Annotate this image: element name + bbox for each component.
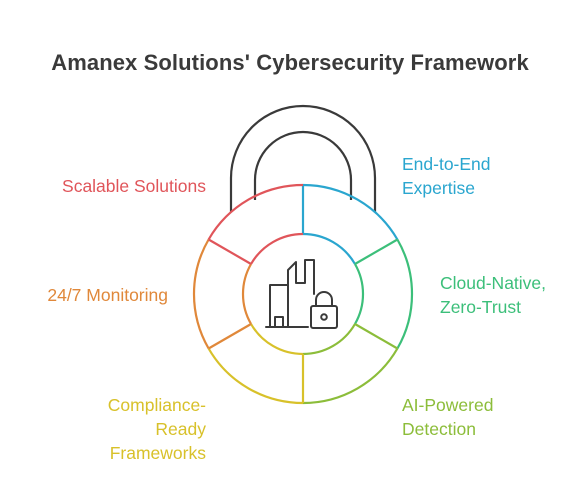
label-line: Zero-Trust xyxy=(440,297,522,317)
segment-label-ai-powered: AI-Powered Detection xyxy=(402,393,493,441)
padlock-shackle xyxy=(229,104,377,212)
ring-divider-ai-powered xyxy=(354,323,398,350)
label-line: Cloud-Native, xyxy=(440,273,547,293)
label-line: End-to-End xyxy=(402,154,491,174)
label-line: Ready xyxy=(155,419,206,439)
ring-inner-arc-end-to-end xyxy=(302,232,356,265)
label-line: Detection xyxy=(402,419,476,439)
ring-inner-arc-monitoring xyxy=(241,263,252,325)
page-title: Amanex Solutions' Cybersecurity Framewor… xyxy=(51,50,529,75)
ring-outer-arc-compliance xyxy=(207,347,304,405)
ring-outer-arc-cloud-native xyxy=(396,238,414,350)
label-line: Expertise xyxy=(402,178,475,198)
ring-inner-arc-cloud-native xyxy=(354,263,365,325)
label-line: 24/7 Monitoring xyxy=(47,285,168,305)
ring-outer-arc-monitoring xyxy=(192,238,210,350)
ring-inner-arc-ai-powered xyxy=(302,323,356,356)
ring-divider-monitoring xyxy=(208,323,252,350)
label-line: Frameworks xyxy=(109,443,206,463)
ring-divider-cloud-native xyxy=(354,238,398,265)
segment-label-monitoring: 24/7 Monitoring xyxy=(10,283,168,307)
label-line: Scalable Solutions xyxy=(62,176,206,196)
ring-outer-arc-ai-powered xyxy=(302,347,399,405)
segment-label-scalable: Scalable Solutions xyxy=(10,174,206,198)
label-line: Compliance- xyxy=(107,395,206,415)
label-line: AI-Powered xyxy=(402,395,494,415)
segment-label-end-to-end: End-to-End Expertise xyxy=(402,152,491,200)
ring-outer-arc-scalable xyxy=(207,183,304,241)
ring-inner-arc-scalable xyxy=(250,232,304,265)
segment-label-compliance: Compliance- Ready Frameworks xyxy=(40,393,206,465)
ring-divider-scalable xyxy=(208,238,252,265)
buildings-padlock-icon xyxy=(265,259,338,329)
ring-inner-arc-compliance xyxy=(250,323,304,356)
segment-label-cloud-native: Cloud-Native, Zero-Trust xyxy=(440,271,546,319)
ring-outer-arc-end-to-end xyxy=(302,183,399,241)
lock-body-ring xyxy=(192,183,414,405)
